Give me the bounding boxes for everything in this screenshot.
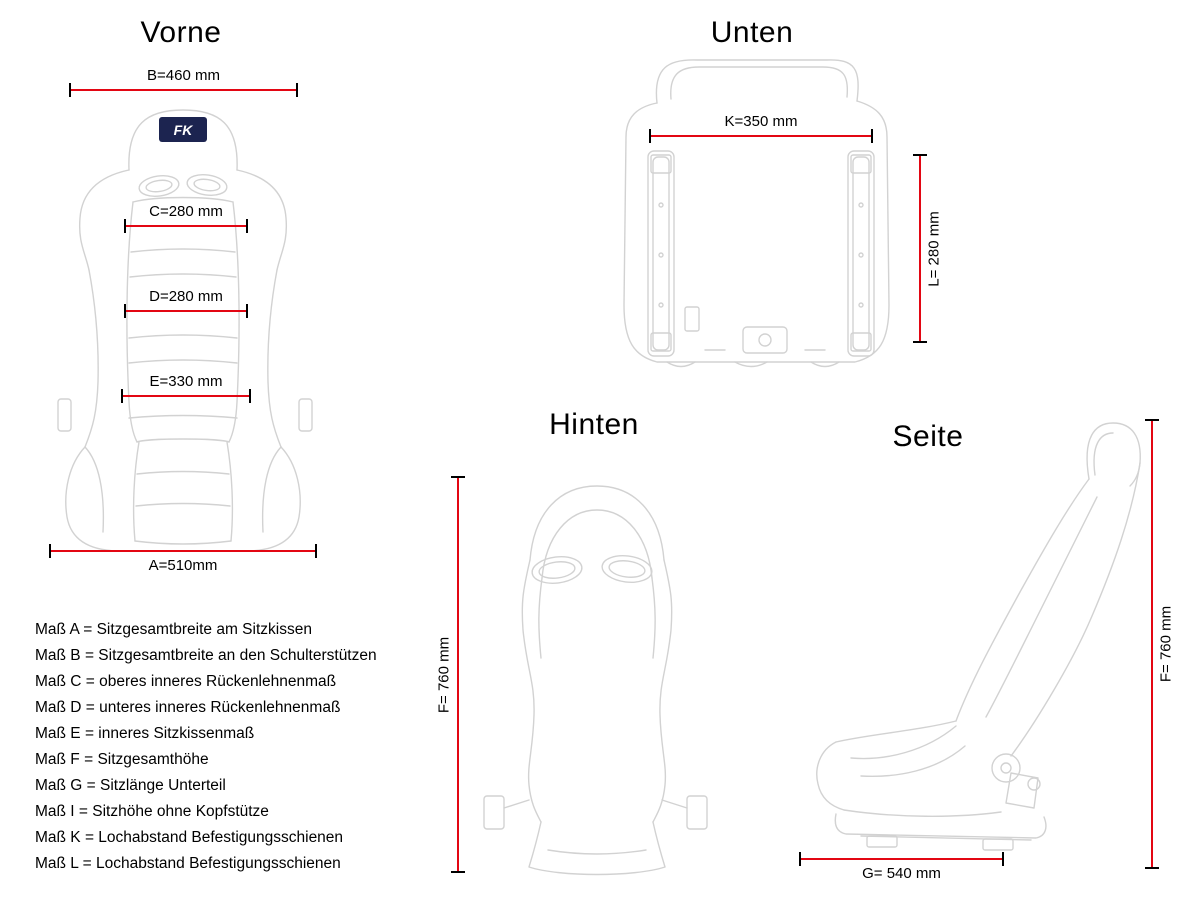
legend-item: Maß D = unteres inneres Rückenlehnenmaß xyxy=(35,699,341,716)
rear-mount-brackets xyxy=(483,795,708,830)
rear-shell-outline xyxy=(521,485,673,876)
front-cushion-panel xyxy=(84,438,282,545)
legend-item: Maß C = oberes inneres Rückenlehnenmaß xyxy=(35,673,337,690)
dim-line-a: A=510mm xyxy=(49,544,317,574)
dim-line-l: L= 280 mm xyxy=(913,154,943,343)
legend-item: Maß I = Sitzhöhe ohne Kopfstütze xyxy=(35,803,269,820)
dim-label-c: C=280 mm xyxy=(149,203,223,220)
legend-item: Maß A = Sitzgesamtbreite am Sitzkissen xyxy=(35,621,312,638)
dim-label-f-rear: F= 760 mm xyxy=(435,636,453,713)
rear-belt-holes xyxy=(531,555,653,584)
bottom-outline xyxy=(623,59,890,368)
dim-label-e: E=330 mm xyxy=(149,373,223,390)
front-belt-slots xyxy=(138,174,228,197)
view-title-rear: Hinten xyxy=(549,408,639,441)
dim-label-a: A=510mm xyxy=(148,557,218,574)
dim-label-d: D=280 mm xyxy=(149,288,223,305)
side-backrest xyxy=(955,462,1141,757)
rear-view-drawing xyxy=(483,485,708,876)
brand-logo-text: FK xyxy=(174,122,194,138)
front-backrest-panel xyxy=(126,196,240,443)
legend-item: Maß B = Sitzgesamtbreite an den Schulter… xyxy=(35,647,377,664)
dim-label-f-side: F= 760 mm xyxy=(1157,605,1175,683)
legend-item: Maß E = inneres Sitzkissenmaß xyxy=(35,725,255,742)
dim-line-b: B=460 mm xyxy=(69,67,298,97)
front-seat-outline xyxy=(57,109,313,552)
dim-line-f-side: F= 760 mm xyxy=(1145,419,1175,869)
dim-line-c: C=280 mm xyxy=(124,203,248,233)
dim-label-b: B=460 mm xyxy=(147,67,220,84)
dim-line-e: E=330 mm xyxy=(121,373,251,403)
bottom-right-rail xyxy=(847,150,875,357)
measurement-legend: Maß A = Sitzgesamtbreite am Sitzkissen M… xyxy=(35,617,377,877)
dim-line-d: D=280 mm xyxy=(124,288,248,318)
front-view-drawing: FK xyxy=(57,109,313,552)
rear-inner-contours xyxy=(538,509,656,659)
side-cushion xyxy=(816,720,1002,817)
side-recline-mechanism xyxy=(991,753,1041,809)
dim-line-g: G= 540 mm xyxy=(799,852,1004,882)
dim-label-k: K=350 mm xyxy=(724,113,798,130)
view-title-front: Vorne xyxy=(140,16,222,49)
bottom-view-drawing xyxy=(623,59,890,368)
side-base-rails xyxy=(834,813,1047,851)
dim-label-l: L= 280 mm xyxy=(925,210,943,287)
legend-item: Maß G = Sitzlänge Unterteil xyxy=(35,777,226,794)
dim-line-f-rear: F= 760 mm xyxy=(436,476,465,873)
view-title-bottom: Unten xyxy=(710,16,794,49)
side-view-drawing xyxy=(816,422,1141,851)
dim-line-k: K=350 mm xyxy=(649,113,873,143)
brand-logo: FK xyxy=(159,117,207,142)
legend-item: Maß K = Lochabstand Befestigungsschienen xyxy=(35,829,344,846)
dim-label-g: G= 540 mm xyxy=(862,865,941,882)
legend-item: Maß F = Sitzgesamthöhe xyxy=(35,751,209,768)
bottom-left-rail xyxy=(647,150,675,357)
view-title-side: Seite xyxy=(892,420,964,453)
legend-item: Maß L = Lochabstand Befestigungsschienen xyxy=(35,855,341,872)
side-headrest xyxy=(1086,422,1141,487)
bottom-center-details xyxy=(684,306,826,354)
